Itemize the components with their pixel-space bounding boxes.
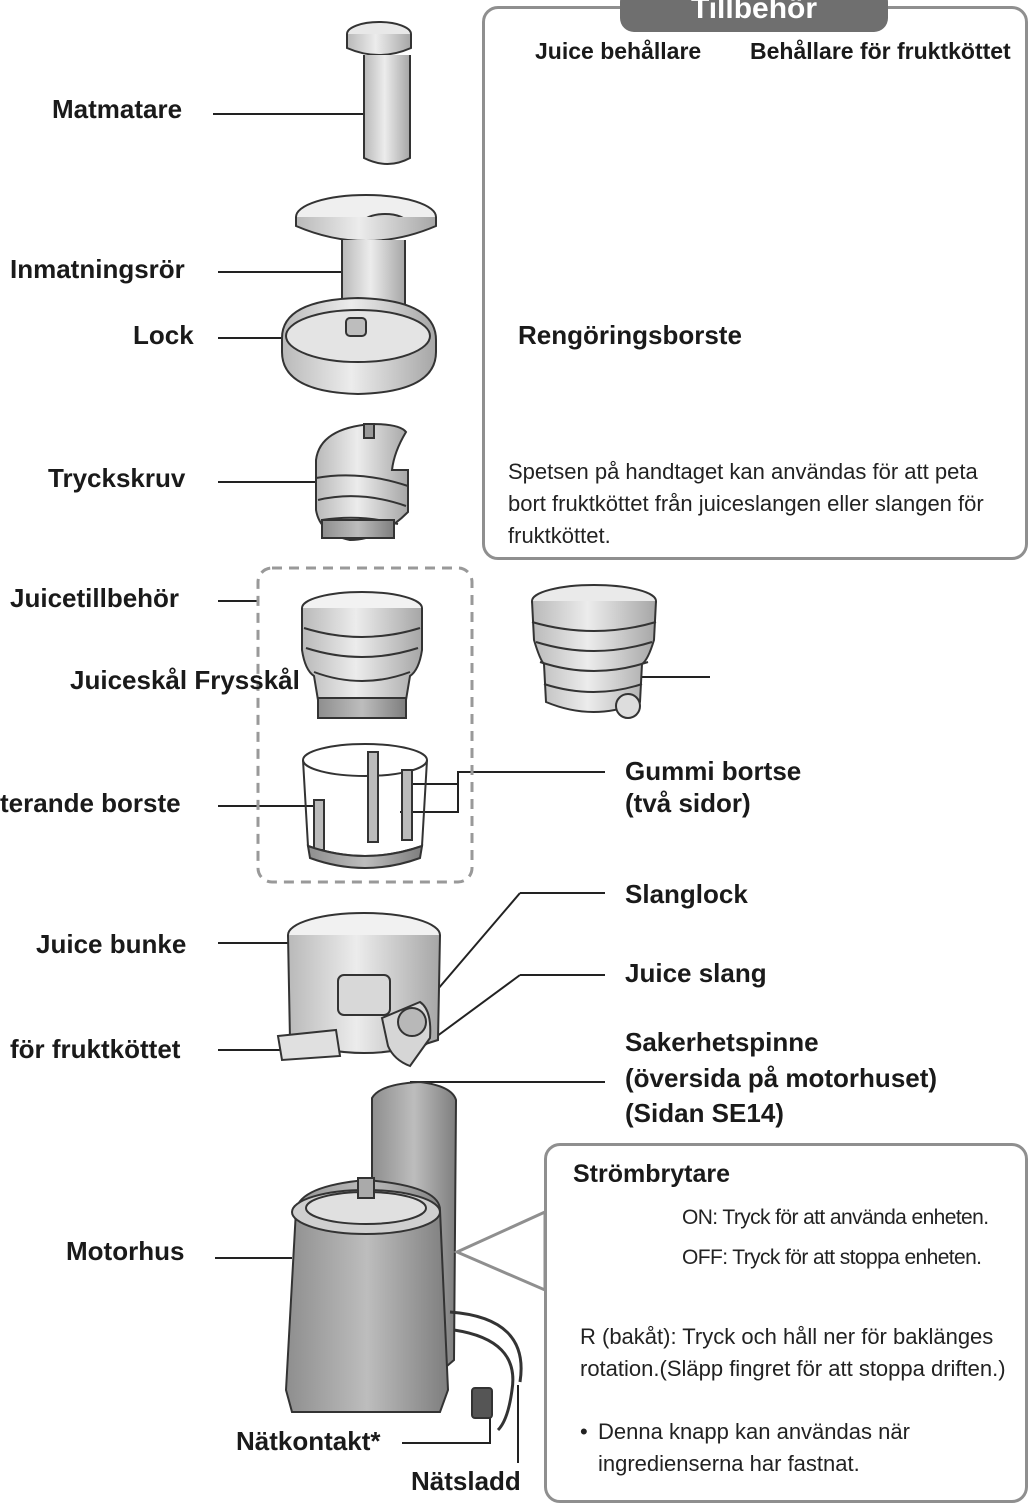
label-feed-tube: Inmatningsrör [10, 254, 185, 284]
accessories-title: Tillbehör [620, 0, 888, 32]
label-safety-pin-1: Sakerhetspinne [625, 1027, 819, 1057]
off-instruction: OFF: Tryck för att stoppa enheten. [682, 1246, 982, 1269]
bullet-mark: • [580, 1419, 588, 1444]
symbol-off: O [598, 1246, 609, 1261]
juice-attachment-group [256, 566, 474, 884]
label-motor-base: Motorhus [66, 1236, 185, 1266]
leader-plug [402, 1418, 491, 1444]
callout-pointer [453, 1209, 547, 1293]
label-juice-spout: Juice slang [625, 958, 767, 988]
label-safety-pin-2: (översida på motorhuset) [625, 1063, 938, 1093]
cleaning-brush-title: Rengöringsborste [518, 320, 742, 350]
leader-juice-spout-b [424, 974, 521, 1046]
label-cord: Nätsladd [411, 1466, 521, 1496]
label-juice-bowl: Juiceskål Frysskål [70, 665, 300, 695]
cleaning-brush-note: Spetsen på handtaget kan användas för at… [508, 459, 984, 548]
juice-pot-illustration [276, 912, 441, 1068]
label-plug: Nätkontakt* [236, 1426, 381, 1456]
label-rotating-brush: terande borste [0, 788, 181, 818]
label-feeder: Matmatare [52, 94, 183, 124]
frozen-bowl-illustration [531, 584, 657, 719]
on-instruction: ON: Tryck för att använda enheten. [682, 1206, 989, 1229]
label-safety-pin-3: (Sidan SE14) [625, 1098, 784, 1128]
feed-tube-illustration [281, 194, 437, 396]
juice-container-label: Juice behållare [535, 38, 702, 64]
pulp-container-label: Behållare för fruktköttet [750, 38, 1011, 64]
leader-rubber-brush [400, 771, 605, 813]
bullet-text: Denna knapp kan användas när ingrediense… [598, 1419, 910, 1476]
motor-base-illustration [284, 1080, 523, 1432]
label-pulp-outlet: för fruktköttet [10, 1034, 181, 1064]
symbol-r: R [598, 1265, 608, 1280]
label-juice-attachment: Juicetillbehör [10, 583, 180, 613]
label-juice-pot: Juice bunke [36, 929, 187, 959]
label-lid: Lock [133, 320, 194, 350]
feeder-illustration [346, 21, 412, 165]
label-rubber-brush-2: (två sidor) [625, 788, 751, 818]
label-rubber-brush-1: Gummi bortse [625, 756, 802, 786]
power-switch-panel [544, 1143, 1028, 1503]
r-instruction: R (bakåt): Tryck och håll ner för baklän… [580, 1324, 1006, 1381]
power-switch-title: Strömbrytare [573, 1160, 730, 1188]
label-spout-cap: Slanglock [625, 879, 748, 909]
symbol-on: I [598, 1209, 603, 1226]
label-screw: Tryckskruv [48, 463, 186, 493]
rotating-brush-illustration [302, 743, 428, 869]
screw-illustration [315, 422, 409, 542]
juice-bowl-illustration [301, 591, 423, 719]
